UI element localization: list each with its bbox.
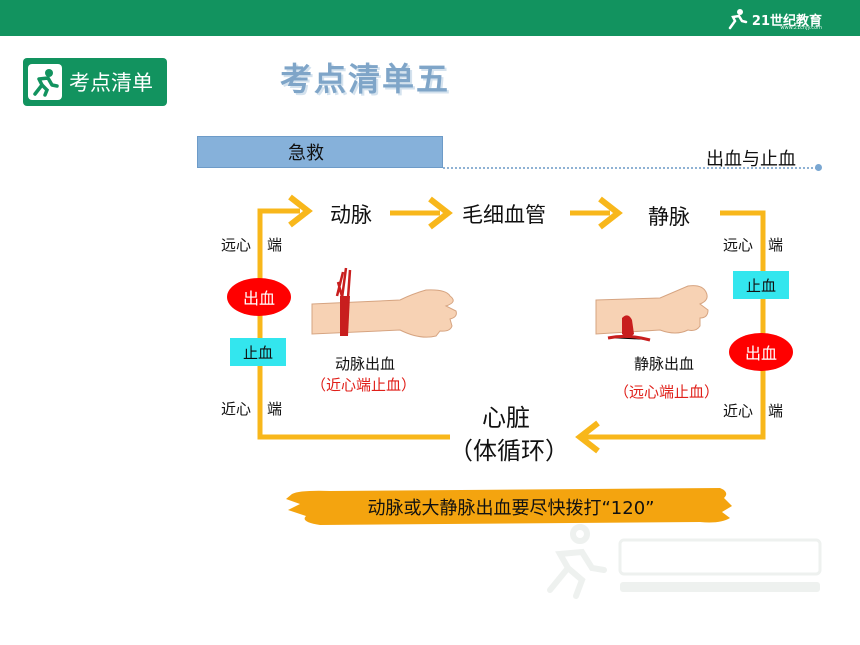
right-distal-suffix: 端 [768, 236, 784, 254]
runner-icon [728, 9, 748, 30]
emergency-banner: 动脉或大静脉出血要尽快拨打“120” [367, 498, 655, 519]
left-proximal-suffix: 端 [267, 400, 283, 418]
badge-label: 考点清单 [69, 71, 153, 95]
circulation-label: （体循环） [449, 437, 569, 465]
heart-label: 心脏 [482, 404, 530, 432]
arrow-to-heart-head [575, 420, 600, 454]
right-distal-label: 远心 [723, 236, 754, 254]
vein-bleed-method: （远心端止血） [614, 383, 720, 401]
right-stop-marker: 止血 [733, 271, 789, 299]
watermark-logo [547, 524, 822, 599]
section-label: 急救 [288, 143, 324, 164]
left-distal-suffix: 端 [267, 236, 283, 254]
left-distal-label: 远心 [221, 236, 252, 254]
brand-text: 21世纪教育 [751, 13, 822, 29]
right-bleed-marker: 出血 [729, 333, 793, 371]
banner-brush [286, 488, 732, 525]
arrow-to-artery-head [288, 194, 313, 228]
top-bar: 21世纪教育 www.21cnjy.com [0, 0, 860, 36]
right-loop-line [600, 210, 766, 440]
artery-arm-illustration [311, 267, 457, 338]
artery-label: 动脉 [330, 203, 372, 227]
right-proximal-suffix: 端 [768, 402, 784, 420]
divider [443, 167, 817, 169]
section-badge: 考点清单 [23, 58, 167, 106]
topic-label: 出血与止血 [706, 149, 796, 170]
vein-arm-illustration [595, 285, 709, 342]
artery-bleed-method: （近心端止血） [311, 376, 417, 394]
left-bleed-marker: 出血 [227, 278, 291, 316]
artery-bleed-caption: 动脉出血 [335, 355, 396, 373]
left-stop-marker: 止血 [230, 338, 286, 366]
section-box [197, 136, 443, 168]
right-proximal-label: 近心 [723, 402, 754, 420]
divider-dot [815, 164, 822, 171]
brand-logo: 21世纪教育 www.21cnjy.com [726, 6, 822, 32]
left-proximal-label: 近心 [221, 400, 252, 418]
arrow-artery-capillary-head [428, 196, 453, 230]
brand-url: www.21cnjy.com [780, 25, 822, 31]
vein-label: 静脉 [648, 205, 690, 229]
capillary-label: 毛细血管 [462, 203, 546, 227]
vein-bleed-caption: 静脉出血 [634, 355, 695, 373]
runner-icon [28, 64, 62, 100]
arrow-capillary-vein-head [598, 196, 623, 230]
page-title: 考点清单五 [280, 60, 451, 98]
